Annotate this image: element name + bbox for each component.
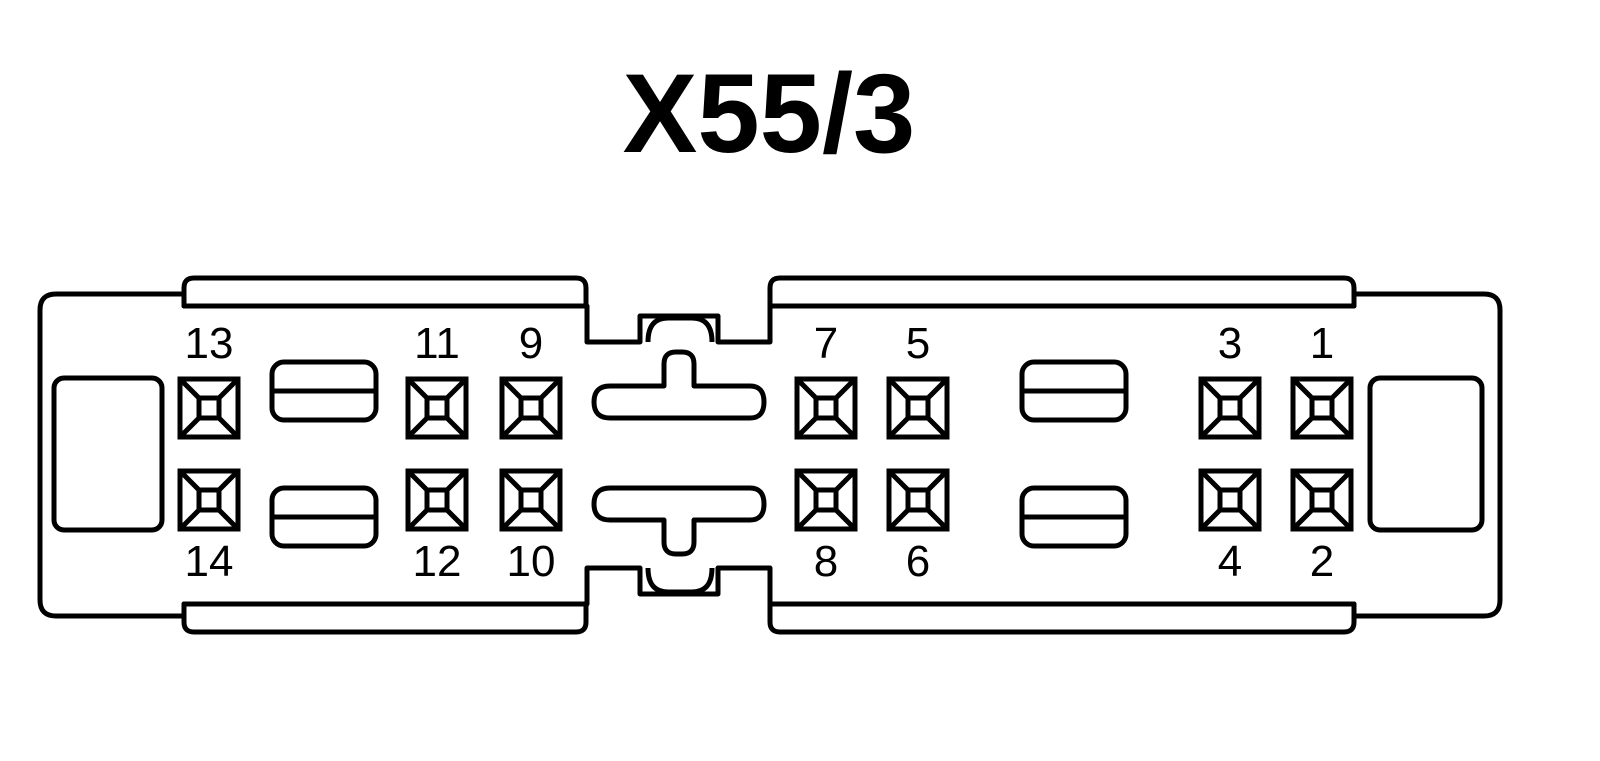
center-notch-top: [645, 315, 715, 343]
pin-cavity: [405, 468, 469, 532]
latch-top-left: [181, 275, 589, 309]
pin-label: 11: [414, 319, 460, 368]
pin-cavity: [886, 468, 950, 532]
pin-cavity: [1198, 376, 1262, 440]
pin-label: 12: [413, 537, 462, 586]
center-key-top: [591, 349, 767, 421]
center-notch-bottom: [645, 567, 715, 595]
latch-top-right: [767, 275, 1357, 309]
pin-cavity: [405, 376, 469, 440]
pin-cavity: [886, 376, 950, 440]
latch-bottom-right: [767, 601, 1357, 635]
center-key-bottom: [591, 485, 767, 557]
pin-cavity: [1290, 376, 1354, 440]
pin-cavity: [177, 468, 241, 532]
side-block-left: [51, 375, 165, 533]
pin-cavity: [499, 468, 563, 532]
pin-label: 10: [507, 537, 556, 586]
pin-cavity: [794, 376, 858, 440]
side-block-right: [1367, 375, 1485, 533]
connector-housing: [37, 291, 1503, 619]
pin-cavity: [177, 376, 241, 440]
pin-label: 7: [814, 319, 838, 368]
pins-layer: 13 11 9 7 5 3 1 14 12 10 8 6 4 2: [177, 319, 1354, 586]
pin-label: 14: [185, 537, 234, 586]
pin-label: 1: [1310, 319, 1334, 368]
pin-label: 2: [1310, 537, 1334, 586]
pin-cavity: [499, 376, 563, 440]
pin-cavity: [1198, 468, 1262, 532]
pin-cavity: [1290, 468, 1354, 532]
key-slot: [269, 359, 379, 423]
connector-title: X55/3: [623, 51, 916, 176]
pin-label: 8: [814, 537, 838, 586]
key-slot: [269, 485, 379, 549]
pin-label: 9: [519, 319, 543, 368]
pin-label: 4: [1218, 537, 1242, 586]
pin-cavity: [794, 468, 858, 532]
latch-bottom-left: [181, 601, 589, 635]
key-slot: [1019, 485, 1129, 549]
pin-label: 6: [906, 537, 930, 586]
pin-label: 5: [906, 319, 930, 368]
pin-label: 13: [185, 319, 234, 368]
key-slot: [1019, 359, 1129, 423]
pin-label: 3: [1218, 319, 1242, 368]
